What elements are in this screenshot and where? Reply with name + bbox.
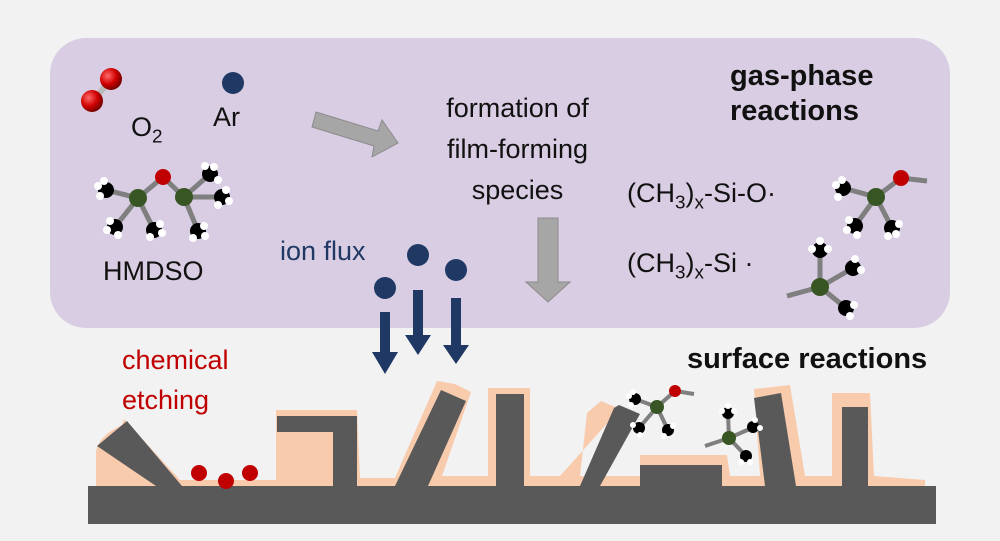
gas-phase-reactions-title: gas-phase reactions [730,59,873,129]
gas-phase-title-line2: reactions [730,95,859,127]
hmdso-atoms [94,162,233,242]
chemical-etching-line2: etching [122,385,210,415]
silyl-radical-molecule-icon [786,237,865,320]
chemical-etching-label: chemical etching [122,340,229,420]
species-formula-silyl: (CH3)x-Si · [627,248,754,284]
ion-arrows [372,290,469,374]
gas-phase-title-line1: gas-phase [730,60,874,92]
surface-silyl-molecule-icon [704,403,763,465]
arrow-right-gray-icon [311,111,399,158]
argon-atom-icon [222,72,244,94]
chemical-etching-line1: chemical [122,345,229,375]
formation-label-line1: formation of [446,93,589,123]
surface-reactions-label: surface reactions [687,343,928,375]
substrate [88,390,936,524]
formation-label-line2: film-forming [446,134,588,164]
formation-label-line3: species [471,175,564,205]
o2-molecule-icon [81,68,122,112]
argon-label: Ar [213,102,240,132]
siloxy-radical-molecule-icon [832,170,928,240]
ion-flux-label: ion flux [280,236,366,266]
arrow-down-gray-icon [524,217,572,303]
formation-label: formation of film-forming species [415,88,620,211]
hmdso-label: HMDSO [103,256,204,286]
species-formula-siloxy: (CH3)x-Si-O· [627,178,776,214]
o2-label: O2 [131,112,163,148]
ion-particles [374,244,467,299]
etching-oxygen-atoms [191,465,258,489]
surface-siloxy-molecule-icon [626,385,695,439]
